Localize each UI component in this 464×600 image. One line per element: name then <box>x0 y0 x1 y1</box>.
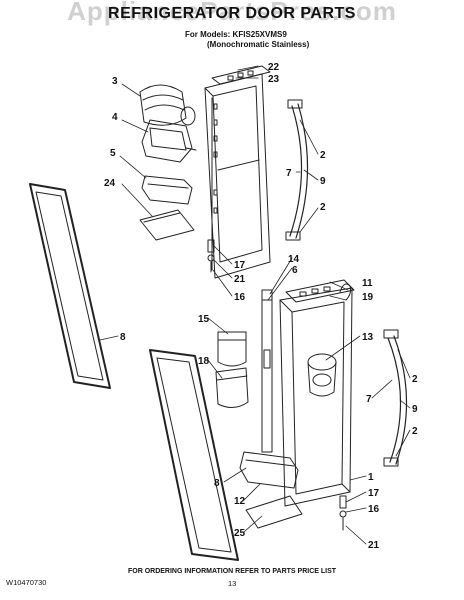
callout-15: 15 <box>198 314 210 325</box>
callout-23: 23 <box>268 74 280 85</box>
lower-door-frame <box>279 287 353 507</box>
tray-25 <box>245 495 303 529</box>
callout-2a: 2 <box>320 150 326 161</box>
callout-6: 6 <box>292 265 298 276</box>
callout-2c: 2 <box>412 374 418 385</box>
callout-16b: 16 <box>368 504 380 515</box>
callout-7b: 7 <box>366 394 372 405</box>
document-number: W10470730 <box>6 578 47 587</box>
door-bin-small <box>141 175 193 205</box>
model-info: For Models: KFIS25XVMS9 (Monochromatic S… <box>185 30 309 50</box>
callout-3: 3 <box>112 76 118 87</box>
callout-17a: 17 <box>234 260 246 271</box>
callout-18: 18 <box>198 356 210 367</box>
tray-part <box>139 209 195 241</box>
fill-tube <box>261 289 273 453</box>
callout-16a: 16 <box>234 292 246 303</box>
upper-door-frame <box>204 73 271 279</box>
leader-lines <box>99 65 411 545</box>
upper-door-dispenser-top <box>211 65 271 85</box>
callout-9a: 9 <box>320 176 326 187</box>
ice-bucket-part <box>139 84 196 126</box>
wire-harness <box>339 283 351 301</box>
page-title: REFRIGERATOR DOOR PARTS <box>108 5 356 22</box>
bin-12 <box>239 451 299 489</box>
callout-12: 12 <box>234 496 246 507</box>
bracket-part <box>141 119 197 163</box>
lower-door-top-cap <box>285 279 355 303</box>
ordering-note: FOR ORDERING INFORMATION REFER TO PARTS … <box>127 568 337 575</box>
bin-18 <box>215 367 249 408</box>
callout-19: 19 <box>362 292 374 303</box>
callout-17b: 17 <box>368 488 380 499</box>
callout-14: 14 <box>288 254 300 265</box>
variant-line: (Monochromatic Stainless) <box>207 40 310 49</box>
models-line: For Models: KFIS25XVMS9 <box>185 30 287 39</box>
door-gasket-left <box>29 183 111 389</box>
callout-9b: 9 <box>412 404 418 415</box>
bin-15 <box>217 331 247 367</box>
callout-2d: 2 <box>412 426 418 437</box>
door-handle-lower <box>383 329 408 467</box>
upper-door-shelf-clips <box>213 103 218 214</box>
callout-numbers: 22 23 3 4 5 24 2 7 9 2 17 21 16 14 6 11 … <box>104 62 418 551</box>
callout-8a: 8 <box>120 332 126 343</box>
callout-11: 11 <box>362 278 373 289</box>
callout-8b: 8 <box>214 478 220 489</box>
door-handle-upper <box>285 99 309 241</box>
callout-25: 25 <box>234 528 246 539</box>
callout-7a: 7 <box>286 168 292 179</box>
dispenser-housing <box>307 353 337 397</box>
hinge-screws-lower <box>339 495 347 531</box>
callout-1: 1 <box>368 472 374 483</box>
callout-5: 5 <box>110 148 116 159</box>
door-gasket-right <box>149 349 239 561</box>
callout-21b: 21 <box>368 540 380 551</box>
page-number: 13 <box>228 579 237 588</box>
callout-22: 22 <box>268 62 280 73</box>
callout-21a: 21 <box>234 274 246 285</box>
watermark: AppliancePartsPros.com <box>67 0 397 26</box>
callout-2b: 2 <box>320 202 326 213</box>
callout-24: 24 <box>104 178 116 189</box>
callout-13: 13 <box>362 332 374 343</box>
callout-4: 4 <box>112 112 118 123</box>
